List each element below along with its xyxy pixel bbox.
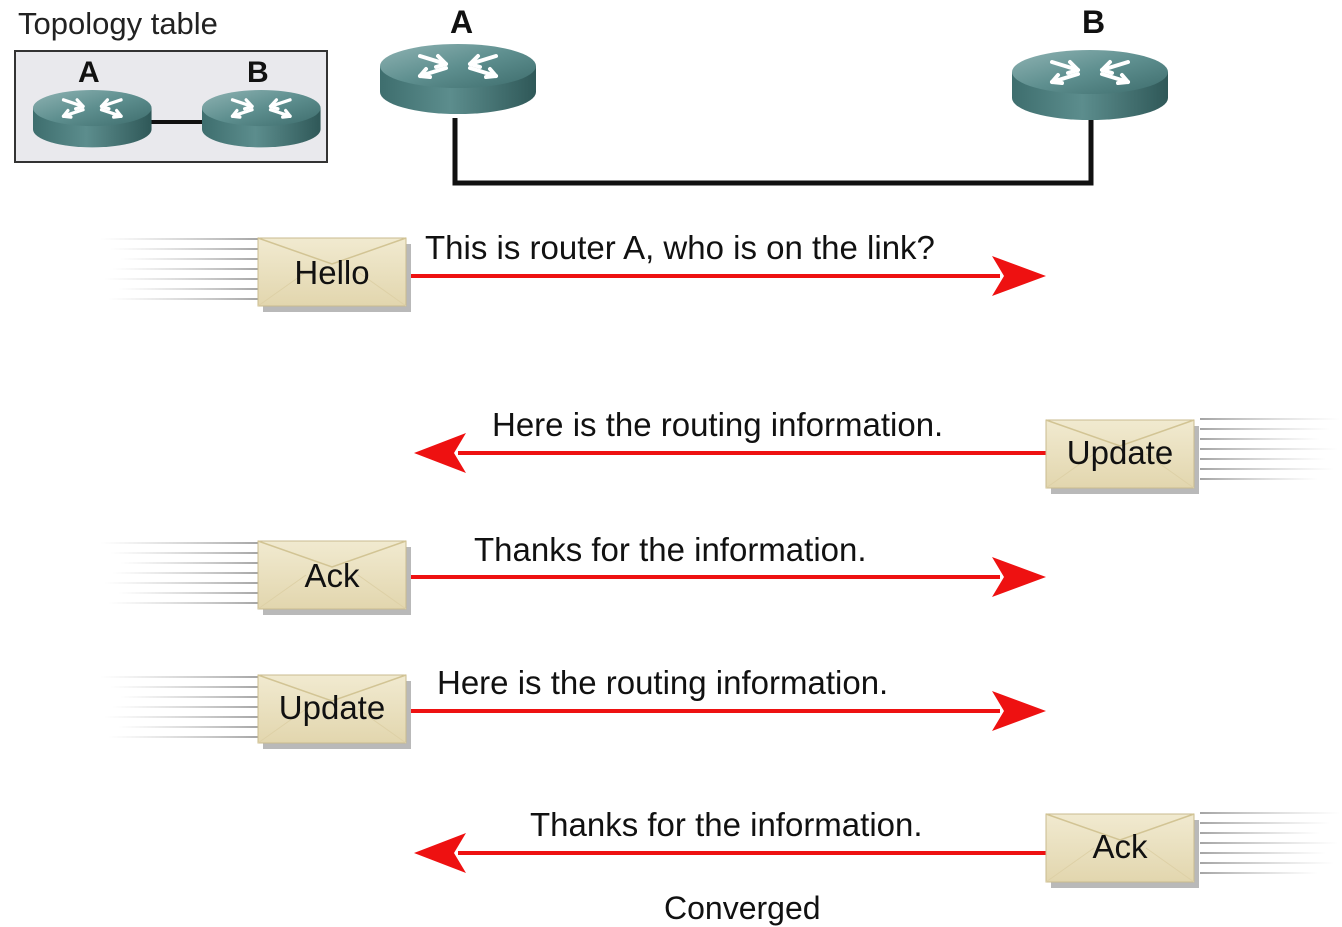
topology-title: Topology table — [18, 6, 218, 41]
motion-trail — [1200, 812, 1340, 874]
network-diagram — [378, 42, 1170, 186]
motion-trail — [100, 542, 260, 604]
arrow-right-icon — [992, 557, 1046, 597]
update-message-graphic-2 — [100, 674, 1046, 750]
packet-label-ack: Ack — [1092, 828, 1148, 865]
update-message-graphic-1 — [414, 418, 1340, 495]
packet-label-hello: Hello — [294, 254, 370, 291]
message-caption: Here is the routing information. — [437, 664, 889, 701]
arrow-left-icon — [414, 833, 466, 873]
router-a-label: A — [450, 4, 474, 40]
hello-message-graphic — [100, 237, 1046, 313]
ack-message-graphic-2 — [414, 812, 1340, 889]
packet-label-ack: Ack — [304, 557, 360, 594]
arrow-left-icon — [414, 433, 466, 473]
arrow-right-icon — [992, 691, 1046, 731]
motion-trail — [1200, 418, 1340, 480]
message-caption: This is router A, who is on the link? — [425, 229, 935, 266]
topology-diagram — [31, 88, 323, 150]
topology-router-a-label: A — [78, 56, 100, 89]
topology-router-b-label: B — [247, 56, 269, 89]
motion-trail — [100, 676, 260, 738]
packet-label-update: Update — [1066, 434, 1174, 471]
converged-status: Converged — [664, 890, 821, 926]
link-line — [452, 118, 1094, 186]
message-caption: Thanks for the information. — [530, 806, 923, 843]
message-caption: Here is the routing information. — [492, 406, 944, 443]
router-icon — [1010, 48, 1170, 122]
message-flow — [100, 237, 1340, 889]
router-b-label: B — [1082, 4, 1106, 40]
packet-label-update: Update — [278, 689, 386, 726]
ack-message-graphic-1 — [100, 540, 1046, 616]
arrow-right-icon — [992, 256, 1046, 296]
router-icon — [378, 42, 538, 116]
message-caption: Thanks for the information. — [474, 531, 867, 568]
motion-trail — [100, 238, 260, 300]
